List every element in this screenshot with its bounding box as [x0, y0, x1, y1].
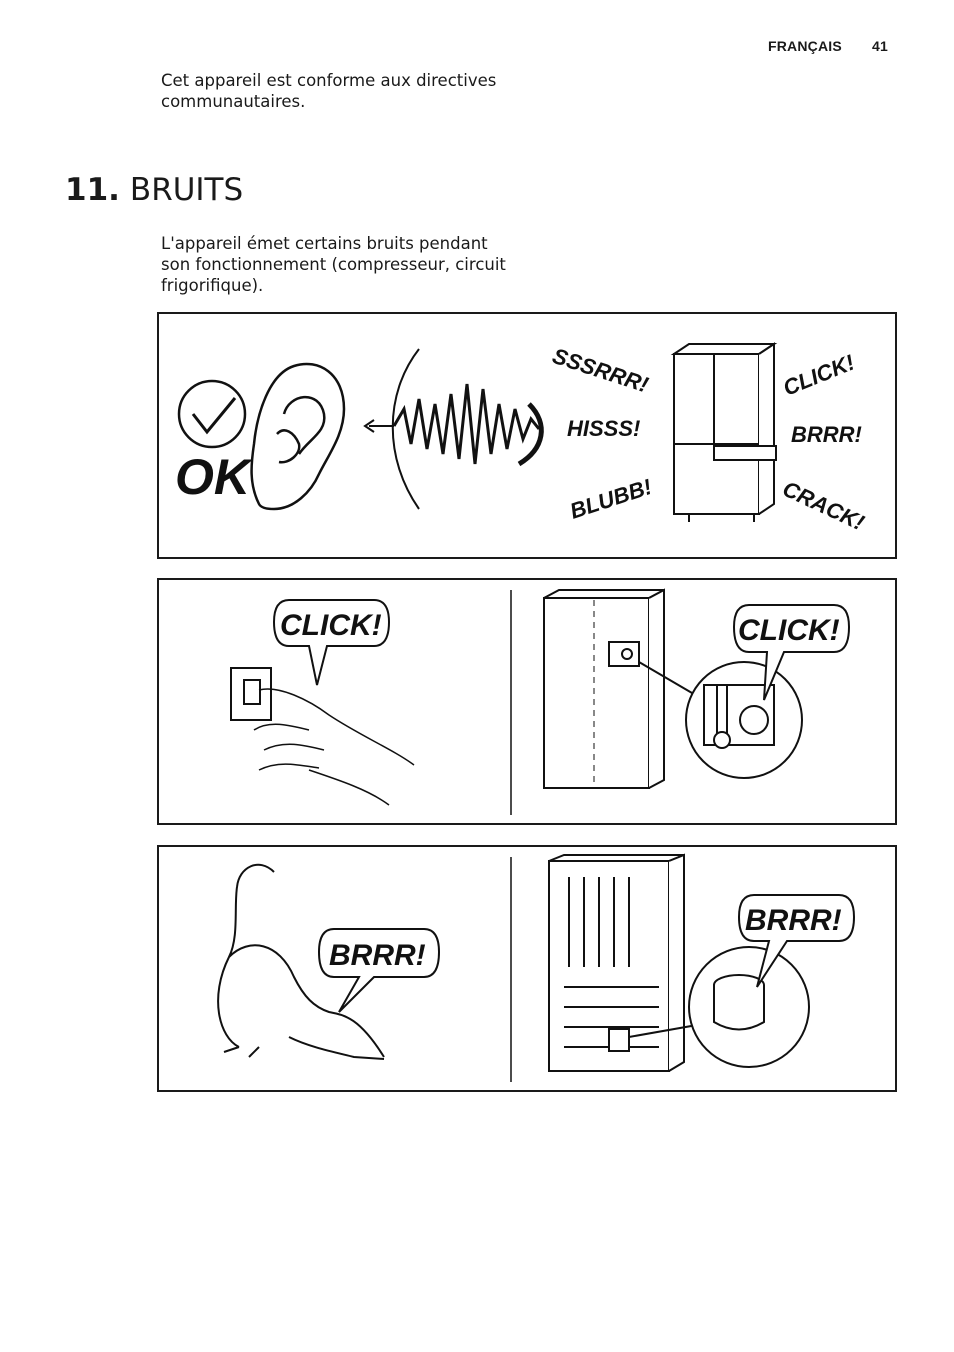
sound-label-crack: CRACK! [779, 476, 868, 535]
right-bubble-text: BRRR! [745, 904, 842, 937]
brrr-sounds-svg: BRRR! BRRR! [217, 853, 856, 1082]
left-bubble-text: BRRR! [329, 939, 426, 972]
cat-icon [217, 863, 385, 1060]
checkmark-icon [177, 379, 247, 449]
page-number: 41 [872, 38, 888, 54]
normal-sounds-svg: OK SSSRRR! HISSS! BLUBB! CLICK! BR [175, 342, 868, 535]
page-header: FRANÇAIS 41 [768, 38, 888, 54]
right-bubble-text: CLICK! [738, 614, 840, 647]
section-title: 11.BRUITS [65, 172, 243, 208]
speech-bubble-left: CLICK! [272, 599, 391, 686]
speech-bubble-right: BRRR! [737, 894, 856, 988]
illustration-normal-sounds: OK SSSRRR! HISSS! BLUBB! CLICK! BR [157, 312, 897, 559]
speech-bubble-right: CLICK! [732, 604, 851, 701]
intro-paragraph: Cet appareil est conforme aux directives… [161, 71, 497, 111]
sound-label-sssrrr: SSSRRR! [549, 343, 651, 397]
speech-bubble-left: BRRR! [317, 928, 441, 1013]
sound-label-blubb: BLUBB! [567, 474, 655, 524]
sound-label-hisss: HISSS! [567, 416, 640, 441]
sound-label-brrr: BRRR! [791, 422, 862, 447]
ear-icon [250, 362, 346, 511]
sound-wave-icon [363, 348, 544, 510]
left-bubble-text: CLICK! [280, 609, 382, 642]
fridge-compressor-icon [548, 853, 810, 1072]
sound-label-click: CLICK! [780, 350, 858, 401]
light-switch-icon [230, 667, 272, 721]
illustration-brrr-sounds: BRRR! BRRR! [157, 845, 897, 1092]
fridge-freezer-icon [670, 342, 778, 522]
illustration-click-sounds: CLICK! CLICK! [157, 578, 897, 825]
hand-icon [253, 688, 415, 806]
body-paragraph: L'appareil émet certains bruits pendant … [161, 234, 506, 295]
fridge-thermostat-icon [543, 588, 803, 789]
ok-label: OK [175, 449, 254, 505]
section-title-text: BRUITS [129, 172, 244, 208]
section-number: 11. [65, 172, 120, 208]
header-language: FRANÇAIS [767, 38, 842, 54]
click-sounds-svg: CLICK! CLICK! [230, 588, 851, 815]
